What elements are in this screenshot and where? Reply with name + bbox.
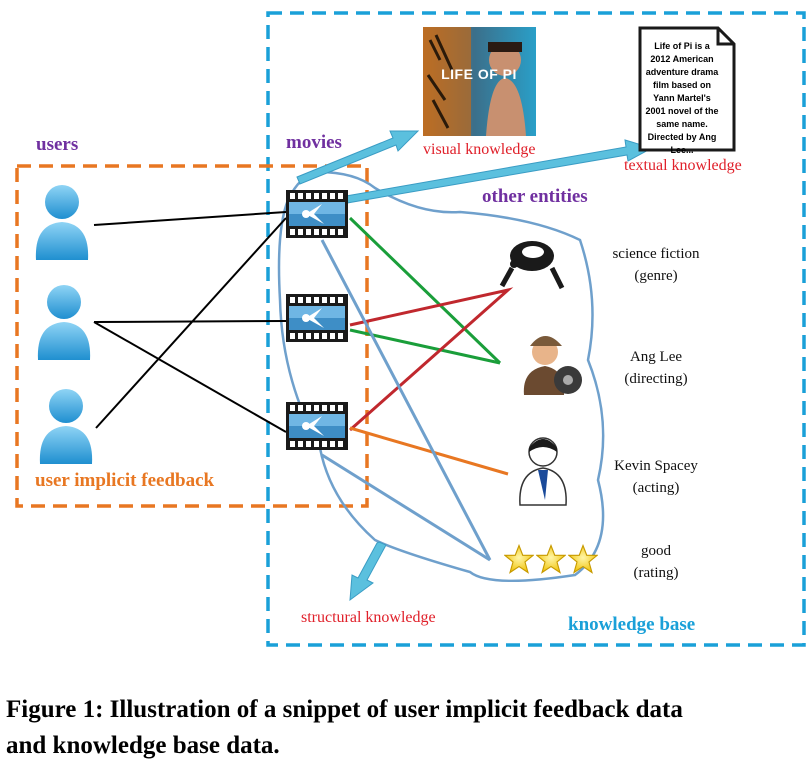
movies-group [286, 190, 348, 450]
rating-links [320, 239, 492, 562]
textual-knowledge-label: textual knowledge [624, 157, 742, 174]
entity-type: (genre) [634, 268, 678, 284]
entity-name: good [641, 543, 671, 559]
arrow-visual [296, 130, 420, 185]
entity-name: Kevin Spacey [614, 458, 698, 474]
movie-icon [286, 402, 348, 450]
poster-title: LIFE OF PI [441, 66, 517, 82]
caption-line-1: Figure 1: Illustration of a snippet of u… [6, 696, 683, 723]
entity-actor: Kevin Spacey (acting) [594, 455, 718, 499]
caption-line-2: and knowledge base data. [6, 732, 280, 759]
knowledge-base-box [266, 11, 806, 647]
user-feedback-box [15, 164, 369, 508]
actor-links [349, 426, 509, 476]
movie-icon [286, 294, 348, 342]
star-icon [504, 544, 534, 574]
genre-links [348, 216, 502, 365]
knowledge-arrows [296, 130, 654, 602]
director-icon [523, 336, 582, 395]
entity-type: (rating) [633, 565, 679, 581]
document-text: Life of Pi is a 2012 American adventure … [645, 41, 719, 155]
star-icon [536, 544, 566, 574]
entity-name: science fiction [612, 246, 700, 262]
figure-caption: Figure 1: Illustration of a snippet of u… [6, 692, 806, 764]
movies-label: movies [286, 132, 342, 153]
user-icon [35, 185, 89, 260]
users-group [35, 185, 93, 464]
entity-rating: good (rating) [594, 540, 718, 584]
other-entities-label: other entities [482, 186, 588, 207]
structural-knowledge-label: structural knowledge [301, 609, 436, 626]
user-icon [39, 389, 93, 464]
users-label: users [36, 134, 79, 155]
user-icon [37, 285, 91, 360]
entity-type: (acting) [632, 480, 680, 496]
entity-type: (directing) [624, 371, 688, 387]
user-implicit-feedback-label: user implicit feedback [35, 470, 215, 491]
actor-icon [519, 437, 567, 506]
scifi-icon [499, 241, 565, 290]
knowledge-base-label: knowledge base [568, 614, 696, 635]
user-movie-links [93, 211, 287, 433]
entity-genre: science fiction (genre) [594, 243, 718, 287]
arrow-structural [349, 541, 387, 602]
visual-knowledge-label: visual knowledge [423, 141, 536, 158]
entity-director: Ang Lee (directing) [594, 346, 718, 390]
director-links [349, 287, 514, 432]
movie-icon [286, 190, 348, 238]
document-icon [638, 26, 736, 152]
arrow-textual [345, 139, 654, 204]
entity-name: Ang Lee [629, 349, 683, 365]
movie-poster [423, 27, 536, 136]
